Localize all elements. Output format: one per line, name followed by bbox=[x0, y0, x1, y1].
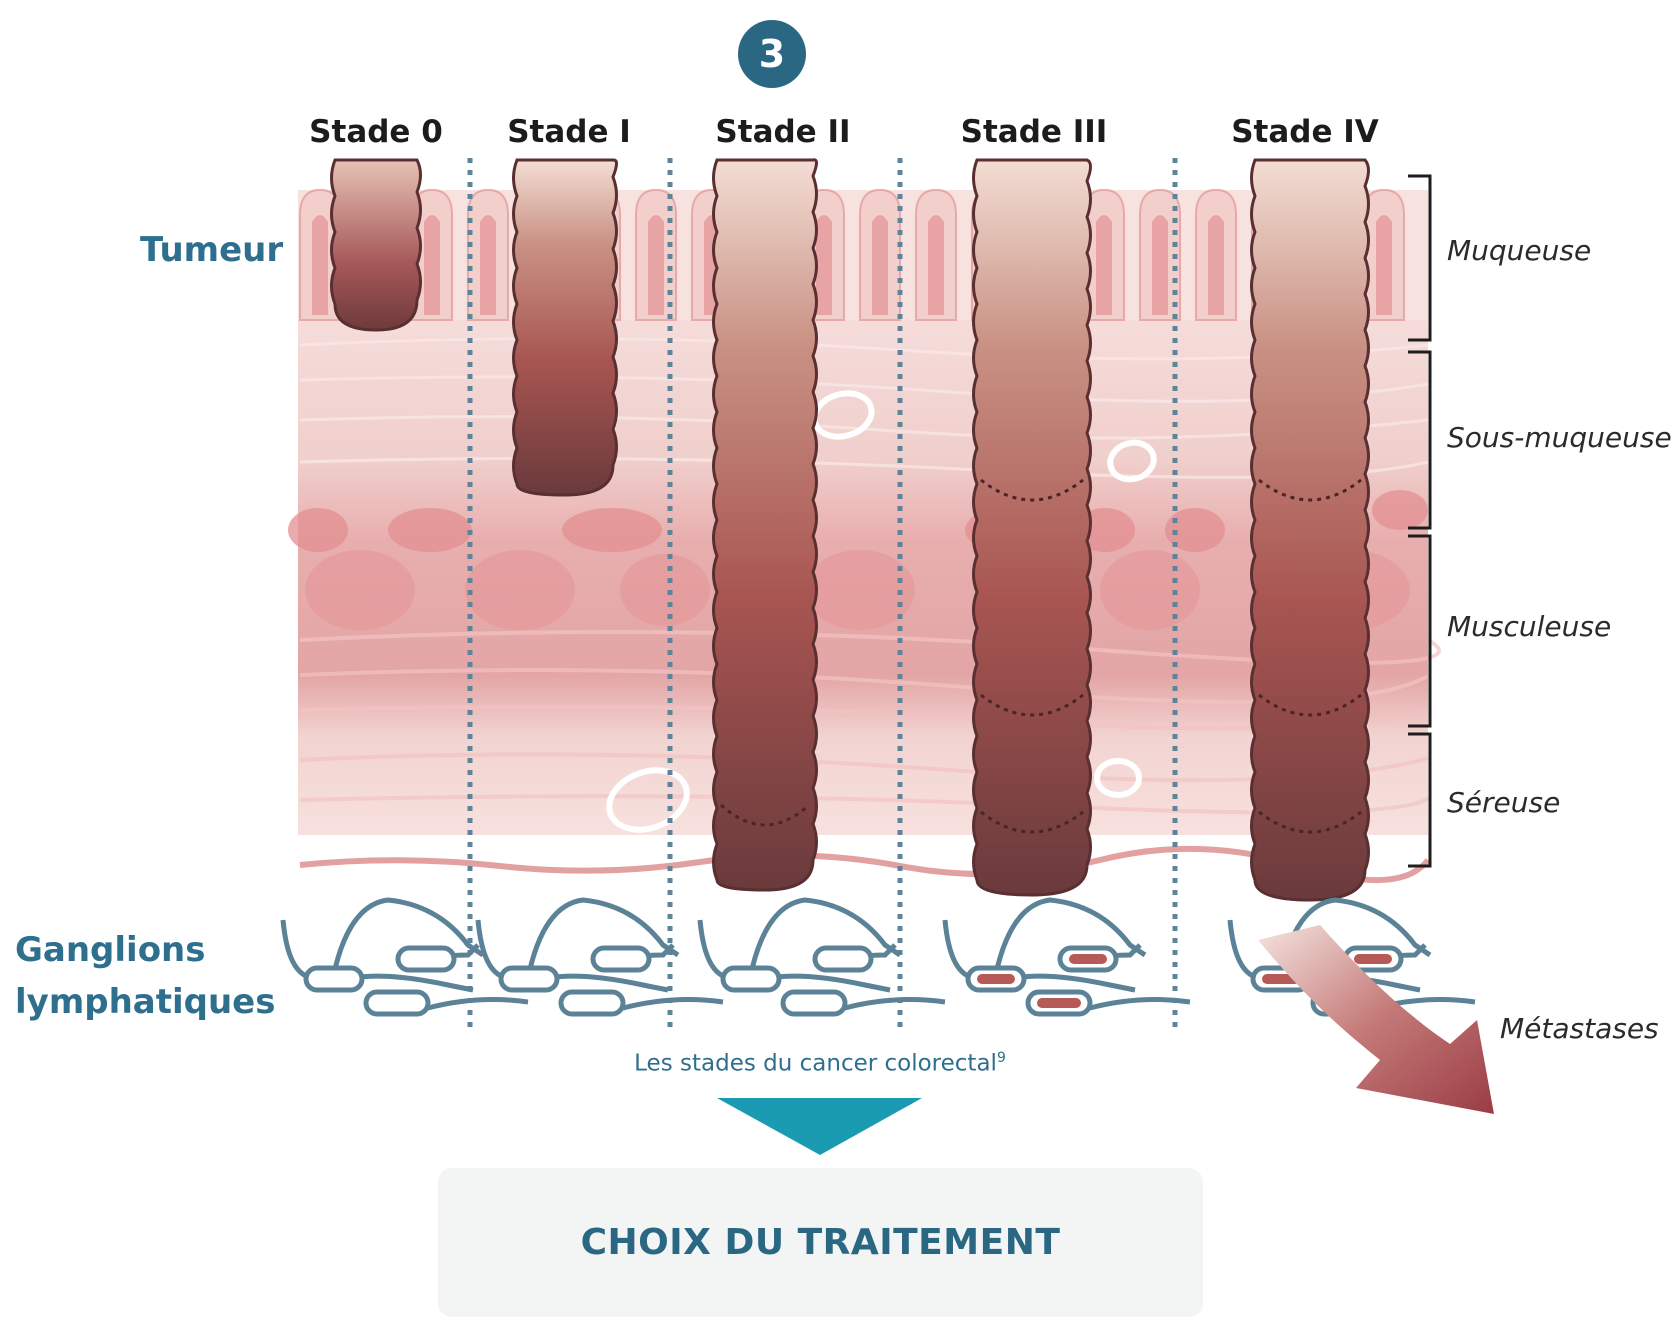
tissue-band bbox=[298, 300, 1428, 835]
villus-core bbox=[1096, 215, 1112, 315]
villus-core bbox=[816, 215, 832, 315]
invasion-boundary bbox=[1258, 478, 1362, 502]
layer-label-muscularis: Musculeuse bbox=[1447, 610, 1612, 643]
invasion-boundary bbox=[980, 478, 1084, 502]
lymph-node bbox=[303, 965, 365, 993]
metastasis-label: Métastases bbox=[1500, 1012, 1659, 1045]
tumor-column bbox=[512, 158, 618, 497]
invasion-boundary bbox=[1258, 810, 1362, 834]
lymph-vessel bbox=[844, 997, 946, 1011]
lymph-node bbox=[363, 989, 431, 1017]
lymph-vessel bbox=[622, 997, 724, 1011]
stage-label: Stade III bbox=[960, 114, 1108, 150]
step-number-badge: 3 bbox=[738, 20, 806, 88]
lymph-node bbox=[780, 989, 848, 1017]
tumor-column bbox=[1250, 158, 1370, 902]
invaded-node-core bbox=[1354, 954, 1392, 964]
treatment-choice-label: CHOIX DU TRAITEMENT bbox=[580, 1222, 1061, 1263]
lymph-node bbox=[590, 945, 652, 973]
lymph-node bbox=[395, 945, 457, 973]
tumors bbox=[330, 158, 1370, 902]
invaded-node-core bbox=[1037, 998, 1081, 1008]
caption-text: Les stades du cancer colorectal bbox=[634, 1050, 997, 1077]
invasion-boundary bbox=[719, 803, 811, 827]
down-arrow bbox=[717, 1098, 922, 1155]
villus-core bbox=[1376, 215, 1392, 315]
metastasis-arrow bbox=[1258, 925, 1494, 1114]
villus-core bbox=[424, 215, 440, 315]
lymph-node-group bbox=[475, 897, 724, 1017]
lymph-nodes-label-line1: Ganglions bbox=[15, 930, 206, 970]
villus-core bbox=[648, 215, 664, 315]
invaded-node-core bbox=[1069, 954, 1107, 964]
tumor-column bbox=[972, 158, 1092, 897]
invasion-boundary bbox=[980, 810, 1084, 834]
villus-core bbox=[312, 215, 328, 315]
layer-label-mucosa: Muqueuse bbox=[1447, 234, 1592, 267]
stage-label: Stade IV bbox=[1231, 114, 1379, 150]
stage-label: Stade 0 bbox=[309, 114, 443, 150]
lymph-nodes-label-line2: lymphatiques bbox=[15, 982, 276, 1022]
lymph-node bbox=[720, 965, 782, 993]
lymph-node bbox=[558, 989, 626, 1017]
stage-label: Stade I bbox=[507, 114, 631, 150]
layer-label-serosa: Séreuse bbox=[1447, 786, 1561, 819]
villus-core bbox=[872, 215, 888, 315]
villus-core bbox=[1152, 215, 1168, 315]
stage-dividers bbox=[467, 158, 1178, 1030]
lymph-node-group bbox=[697, 897, 946, 1017]
invasion-boundary bbox=[1258, 693, 1362, 717]
vessel-rings bbox=[606, 390, 1157, 833]
lymph-node-group bbox=[942, 897, 1191, 1017]
villus-core bbox=[480, 215, 496, 315]
tumor-column bbox=[712, 158, 818, 892]
caption-reference: 9 bbox=[996, 1050, 1006, 1066]
tumor-column bbox=[330, 158, 422, 332]
invasion-boundary bbox=[980, 693, 1084, 717]
layer-label-submucosa: Sous-muqueuse bbox=[1447, 421, 1671, 454]
lymph-node bbox=[812, 945, 874, 973]
lymph-vessel bbox=[1089, 997, 1191, 1011]
figure-caption: Les stades du cancer colorectal9 bbox=[634, 1050, 1006, 1077]
lymph-node bbox=[498, 965, 560, 993]
villus-core bbox=[928, 215, 944, 315]
villus-core bbox=[1208, 215, 1224, 315]
lymph-node-group bbox=[280, 897, 529, 1017]
lymph-vessel bbox=[427, 997, 529, 1011]
stage-label: Stade II bbox=[715, 114, 851, 150]
invaded-node-core bbox=[977, 974, 1015, 984]
layer-brackets bbox=[1408, 174, 1432, 868]
treatment-choice-box: CHOIX DU TRAITEMENT bbox=[438, 1168, 1203, 1317]
tumor-row-label: Tumeur bbox=[140, 230, 284, 270]
